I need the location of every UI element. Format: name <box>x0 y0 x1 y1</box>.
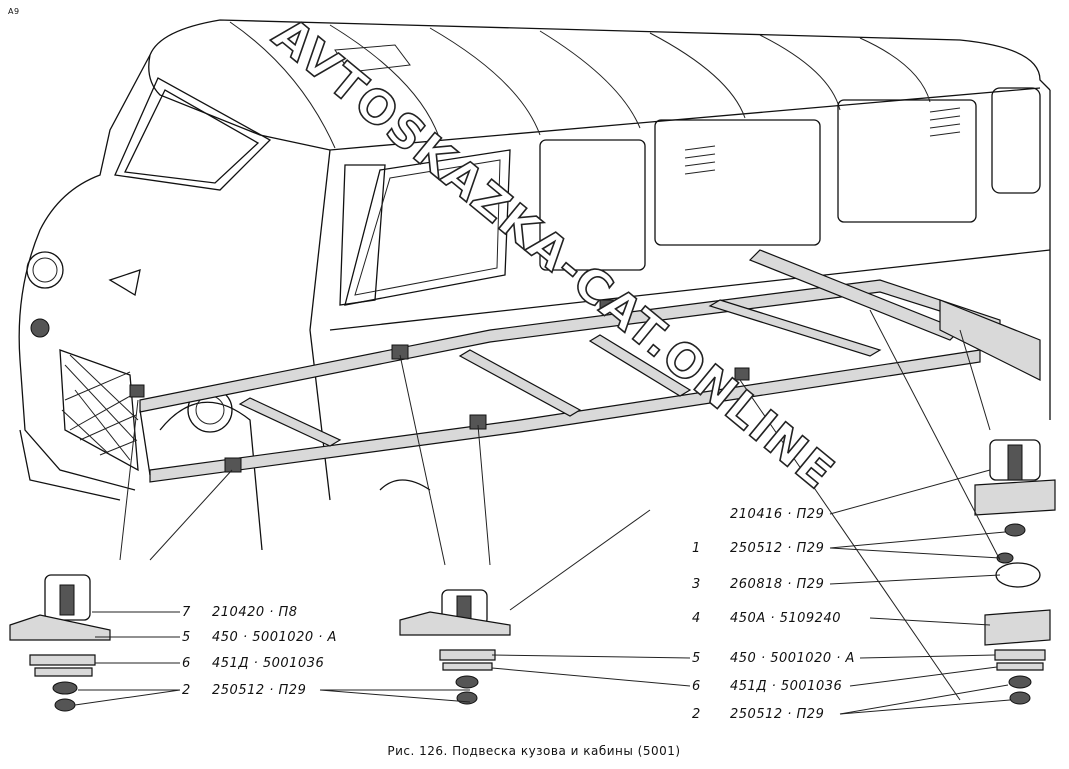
label-code: 250512 · П29 <box>212 683 306 698</box>
mount-assembly-right <box>974 439 1056 705</box>
label-code: 210416 · П29 <box>730 507 824 522</box>
label-code: 450 · 5001020 · А <box>730 651 855 666</box>
label-code: 451Д · 5001036 <box>212 656 324 671</box>
label-code: 250512 · П29 <box>730 707 824 722</box>
label-code: 450 · 5001020 · А <box>212 630 337 645</box>
left-labels: 7 210420 · П8 5 450 · 5001020 · А 6 451Д… <box>182 605 337 698</box>
right-labels: 210416 · П29 1 250512 · П29 3 260818 · П… <box>692 507 855 722</box>
mount-assembly-middle <box>399 589 511 705</box>
chassis-frame <box>129 249 1041 483</box>
label-num: 5 <box>182 630 191 645</box>
figure-caption: Рис. 126. Подвеска кузова и кабины (5001… <box>387 744 680 758</box>
label-num: 6 <box>182 656 191 671</box>
label-num: 7 <box>182 605 191 620</box>
label-code: 450А · 5109240 <box>730 611 841 626</box>
mount-assembly-left <box>9 574 111 712</box>
label-code: 260818 · П29 <box>730 577 824 592</box>
label-num: 4 <box>692 611 701 626</box>
label-code: 451Д · 5001036 <box>730 679 842 694</box>
corner-mark: А9 <box>8 7 20 16</box>
label-code: 210420 · П8 <box>212 605 298 620</box>
callout-leaders <box>74 309 1011 715</box>
label-num: 1 <box>692 541 701 556</box>
label-num: 6 <box>692 679 701 694</box>
label-num: 2 <box>692 707 701 722</box>
label-num: 5 <box>692 651 701 666</box>
label-num: 3 <box>692 577 701 592</box>
label-code: 250512 · П29 <box>730 541 824 556</box>
label-num: 2 <box>182 683 191 698</box>
